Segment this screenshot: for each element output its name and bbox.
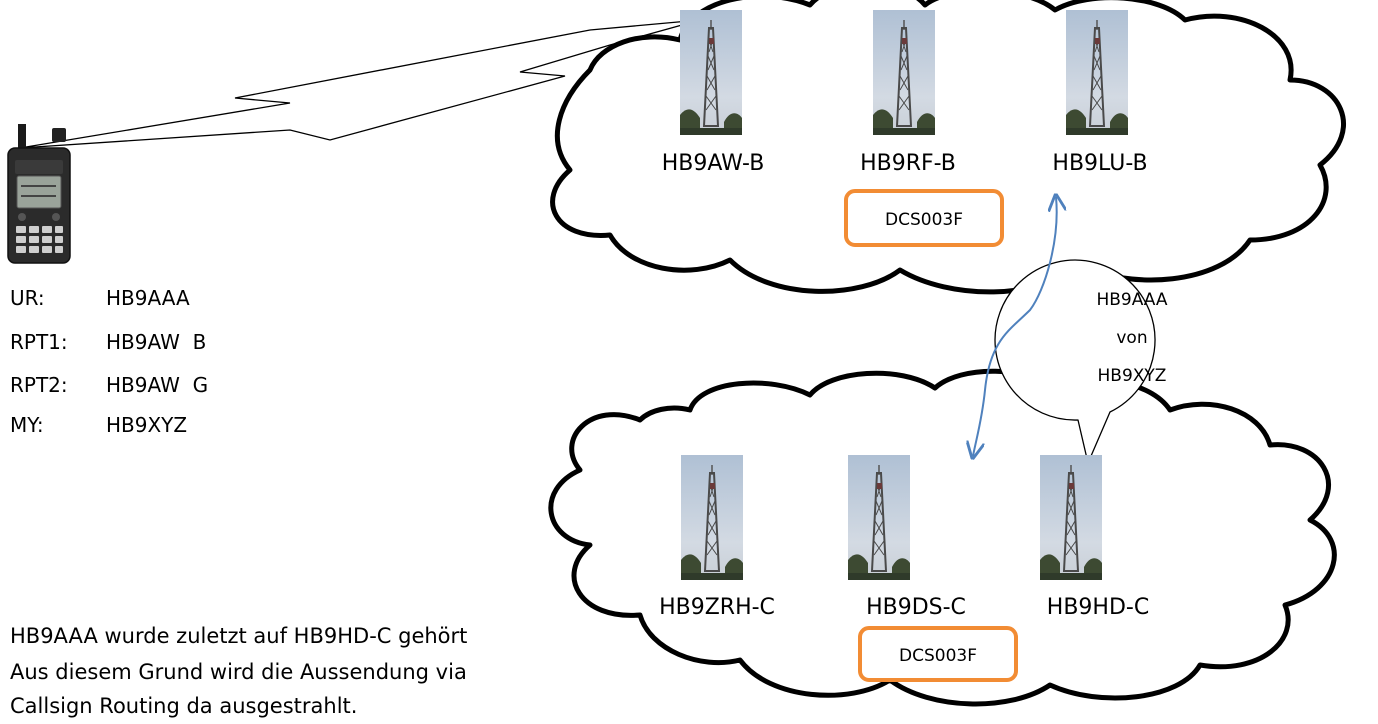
radio-config: UR: HB9AAA RPT1: HB9AW B RPT2: HB9AW G M… — [10, 286, 208, 437]
routing-note: HB9AAA wurde zuletzt auf HB9HD-C gehört … — [10, 624, 467, 718]
bubble-line-1: HB9AAA — [1096, 290, 1167, 310]
config-value-rpt2: HB9AW G — [106, 373, 208, 397]
radio-link-bolt — [19, 19, 701, 149]
config-key-ur: UR: — [10, 286, 45, 310]
cloud-top — [550, 0, 1346, 295]
config-key-my: MY: — [10, 413, 44, 437]
radio-handheld-icon — [7, 124, 71, 264]
bubble-line-2: von — [1116, 328, 1147, 348]
config-value-my: HB9XYZ — [106, 413, 187, 437]
config-value-rpt1: HB9AW B — [106, 330, 206, 354]
badge-bottom-text: DCS003F — [899, 646, 977, 666]
note-line-2: Aus diesem Grund wird die Aussendung via — [10, 660, 467, 684]
bubble-line-3: HB9XYZ — [1098, 366, 1167, 386]
tower-hb9aw-b — [680, 10, 742, 135]
tower-label-hb9hd-c: HB9HD-C — [1047, 595, 1149, 620]
config-key-rpt2: RPT2: — [10, 373, 68, 397]
config-value-ur: HB9AAA — [106, 286, 190, 310]
tower-label-hb9rf-b: HB9RF-B — [860, 151, 956, 176]
tower-hb9zrh-c — [681, 455, 743, 580]
link-arrow — [973, 197, 1057, 456]
tower-hb9lu-b — [1066, 10, 1128, 135]
note-line-1: HB9AAA wurde zuletzt auf HB9HD-C gehört — [10, 624, 467, 648]
badge-top-text: DCS003F — [885, 210, 963, 230]
tower-hb9hd-c — [1040, 455, 1102, 580]
tower-label-hb9zrh-c: HB9ZRH-C — [659, 595, 775, 620]
tower-label-hb9aw-b: HB9AW-B — [662, 151, 765, 176]
note-line-3: Callsign Routing da ausgestrahlt. — [10, 694, 357, 718]
tower-label-hb9lu-b: HB9LU-B — [1052, 151, 1147, 176]
cloud-bottom — [548, 368, 1337, 707]
tower-hb9ds-c — [848, 455, 910, 580]
badge-bottom — [858, 626, 1018, 682]
badge-top — [844, 189, 1004, 247]
tower-hb9rf-b — [873, 10, 935, 135]
tower-label-hb9ds-c: HB9DS-C — [866, 595, 966, 620]
config-key-rpt1: RPT1: — [10, 330, 68, 354]
